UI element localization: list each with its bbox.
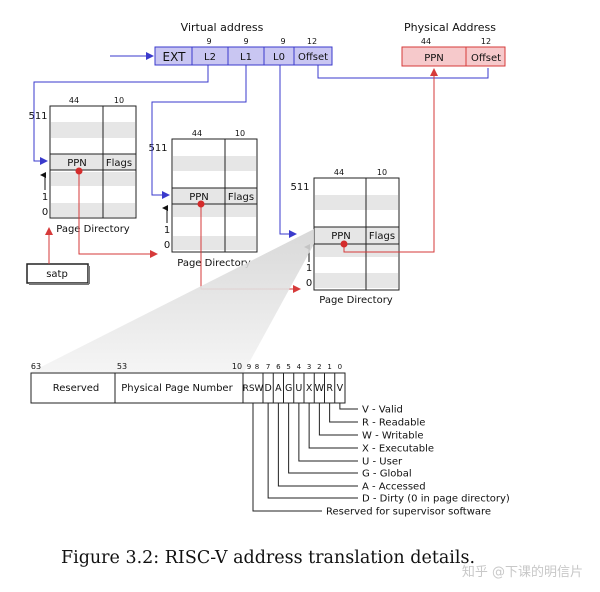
pa-ppn-bits: 44 bbox=[421, 37, 431, 46]
svg-text:Flags: Flags bbox=[228, 192, 254, 203]
legend-item: V - Valid bbox=[362, 405, 403, 416]
va-offset-bits: 12 bbox=[307, 37, 317, 46]
svg-text:0: 0 bbox=[42, 207, 48, 218]
legend-item: D - Dirty (0 in page directory) bbox=[362, 494, 510, 505]
pa-ppn: PPN bbox=[424, 53, 444, 64]
virtual-address: Virtual address 9 9 9 12 EXT L2 L1 L0 Of… bbox=[154, 21, 333, 66]
physical-address-title: Physical Address bbox=[404, 21, 496, 34]
pte-bit-number: 3 bbox=[307, 363, 311, 371]
figure-caption: Figure 3.2: RISC-V address translation d… bbox=[61, 548, 475, 568]
page-directory-l2: 44 10 PPN Flags 511 1 0 Page Directory bbox=[28, 96, 137, 235]
va-l0: L0 bbox=[273, 52, 285, 63]
pte-bit-number: 9 bbox=[247, 363, 251, 371]
va-l2-bits: 9 bbox=[206, 37, 211, 46]
svg-text:63: 63 bbox=[31, 362, 41, 371]
svg-text:511: 511 bbox=[148, 143, 167, 154]
svg-text:53: 53 bbox=[117, 362, 127, 371]
pte-bit-number: 1 bbox=[327, 363, 331, 371]
svg-text:1: 1 bbox=[164, 225, 170, 236]
va-bar bbox=[154, 46, 333, 66]
pa-offset-bits: 12 bbox=[481, 37, 491, 46]
svg-text:10: 10 bbox=[114, 96, 124, 105]
page-directory-l0: 44 10 PPN Flags 511 1 0 Page Directory bbox=[290, 168, 400, 306]
pte-bit-number: 0 bbox=[338, 363, 342, 371]
va-field-bits: 9 9 9 12 bbox=[206, 37, 317, 46]
pte-bit-number: 2 bbox=[317, 363, 321, 371]
legend-item: W - Writable bbox=[362, 431, 424, 442]
legend-item: X - Executable bbox=[362, 444, 434, 455]
satp-register: satp bbox=[26, 263, 90, 285]
svg-text:10: 10 bbox=[235, 129, 245, 138]
svg-text:Page Directory: Page Directory bbox=[56, 224, 130, 235]
zoom-wedge bbox=[31, 229, 314, 372]
pte-bit-number: 7 bbox=[266, 363, 270, 371]
watermark: 知乎 @下课的明信片 bbox=[462, 564, 583, 580]
svg-text:44: 44 bbox=[69, 96, 79, 105]
va-l1: L1 bbox=[240, 52, 252, 63]
legend-item: R - Readable bbox=[362, 418, 425, 429]
svg-text:PPN: PPN bbox=[331, 231, 351, 242]
pte-bar bbox=[30, 372, 346, 404]
pte-bit-number: 5 bbox=[286, 363, 290, 371]
pte-flag-g: G bbox=[285, 383, 292, 394]
pte-flag-v: V bbox=[337, 383, 344, 394]
legend-item: Reserved for supervisor software bbox=[326, 507, 491, 518]
virtual-address-title: Virtual address bbox=[181, 21, 264, 34]
pte-bit-number: 6 bbox=[276, 363, 281, 371]
svg-text:0: 0 bbox=[306, 278, 312, 289]
flag-legend: V - Valid R - Readable W - Writable X - Exe… bbox=[252, 403, 510, 518]
pte-bit-number: 4 bbox=[297, 363, 302, 371]
legend-item: G - Global bbox=[362, 469, 412, 480]
legend-item: U - User bbox=[362, 457, 403, 468]
svg-text:1: 1 bbox=[42, 192, 48, 203]
svg-text:Flags: Flags bbox=[106, 158, 132, 169]
svg-text:PPN: PPN bbox=[67, 158, 87, 169]
svg-text:Page Directory: Page Directory bbox=[177, 258, 251, 269]
svg-text:10: 10 bbox=[377, 168, 387, 177]
pte-flag-u: U bbox=[295, 383, 302, 394]
va-l0-bits: 9 bbox=[280, 37, 285, 46]
svg-text:PPN: PPN bbox=[189, 192, 209, 203]
svg-text:511: 511 bbox=[290, 182, 309, 193]
pte-flag-d: D bbox=[264, 383, 271, 394]
svg-text:Page Directory: Page Directory bbox=[319, 295, 393, 306]
svg-text:44: 44 bbox=[192, 129, 202, 138]
index-arrows bbox=[33, 52, 489, 238]
va-offset: Offset bbox=[298, 52, 328, 63]
pte-reserved: Reserved bbox=[53, 383, 100, 394]
pte-flag-r: R bbox=[326, 383, 333, 394]
svg-text:44: 44 bbox=[334, 168, 344, 177]
pa-bar bbox=[401, 46, 506, 67]
svg-text:511: 511 bbox=[28, 111, 47, 122]
va-ext: EXT bbox=[163, 50, 187, 64]
pte-flag-w: W bbox=[315, 383, 325, 394]
physical-address: Physical Address 44 12 PPN Offset bbox=[401, 21, 506, 67]
pte-bit-number: 8 bbox=[255, 363, 259, 371]
svg-text:1: 1 bbox=[306, 263, 312, 274]
legend-item: A - Accessed bbox=[362, 482, 426, 493]
pte-ppn: Physical Page Number bbox=[121, 383, 233, 394]
pa-offset: Offset bbox=[471, 53, 501, 64]
page-directory-l1: 44 10 PPN Flags 511 1 0 Page Directory bbox=[148, 129, 258, 269]
svg-text:Flags: Flags bbox=[369, 231, 395, 242]
pte-flag-x: X bbox=[306, 383, 313, 394]
va-l1-bits: 9 bbox=[243, 37, 248, 46]
va-l2: L2 bbox=[204, 52, 216, 63]
pte-flag-a: A bbox=[275, 383, 282, 394]
satp-label: satp bbox=[46, 269, 68, 280]
svg-text:10: 10 bbox=[232, 362, 242, 371]
pte-rsw: RSW bbox=[243, 384, 264, 394]
svg-text:0: 0 bbox=[164, 240, 170, 251]
